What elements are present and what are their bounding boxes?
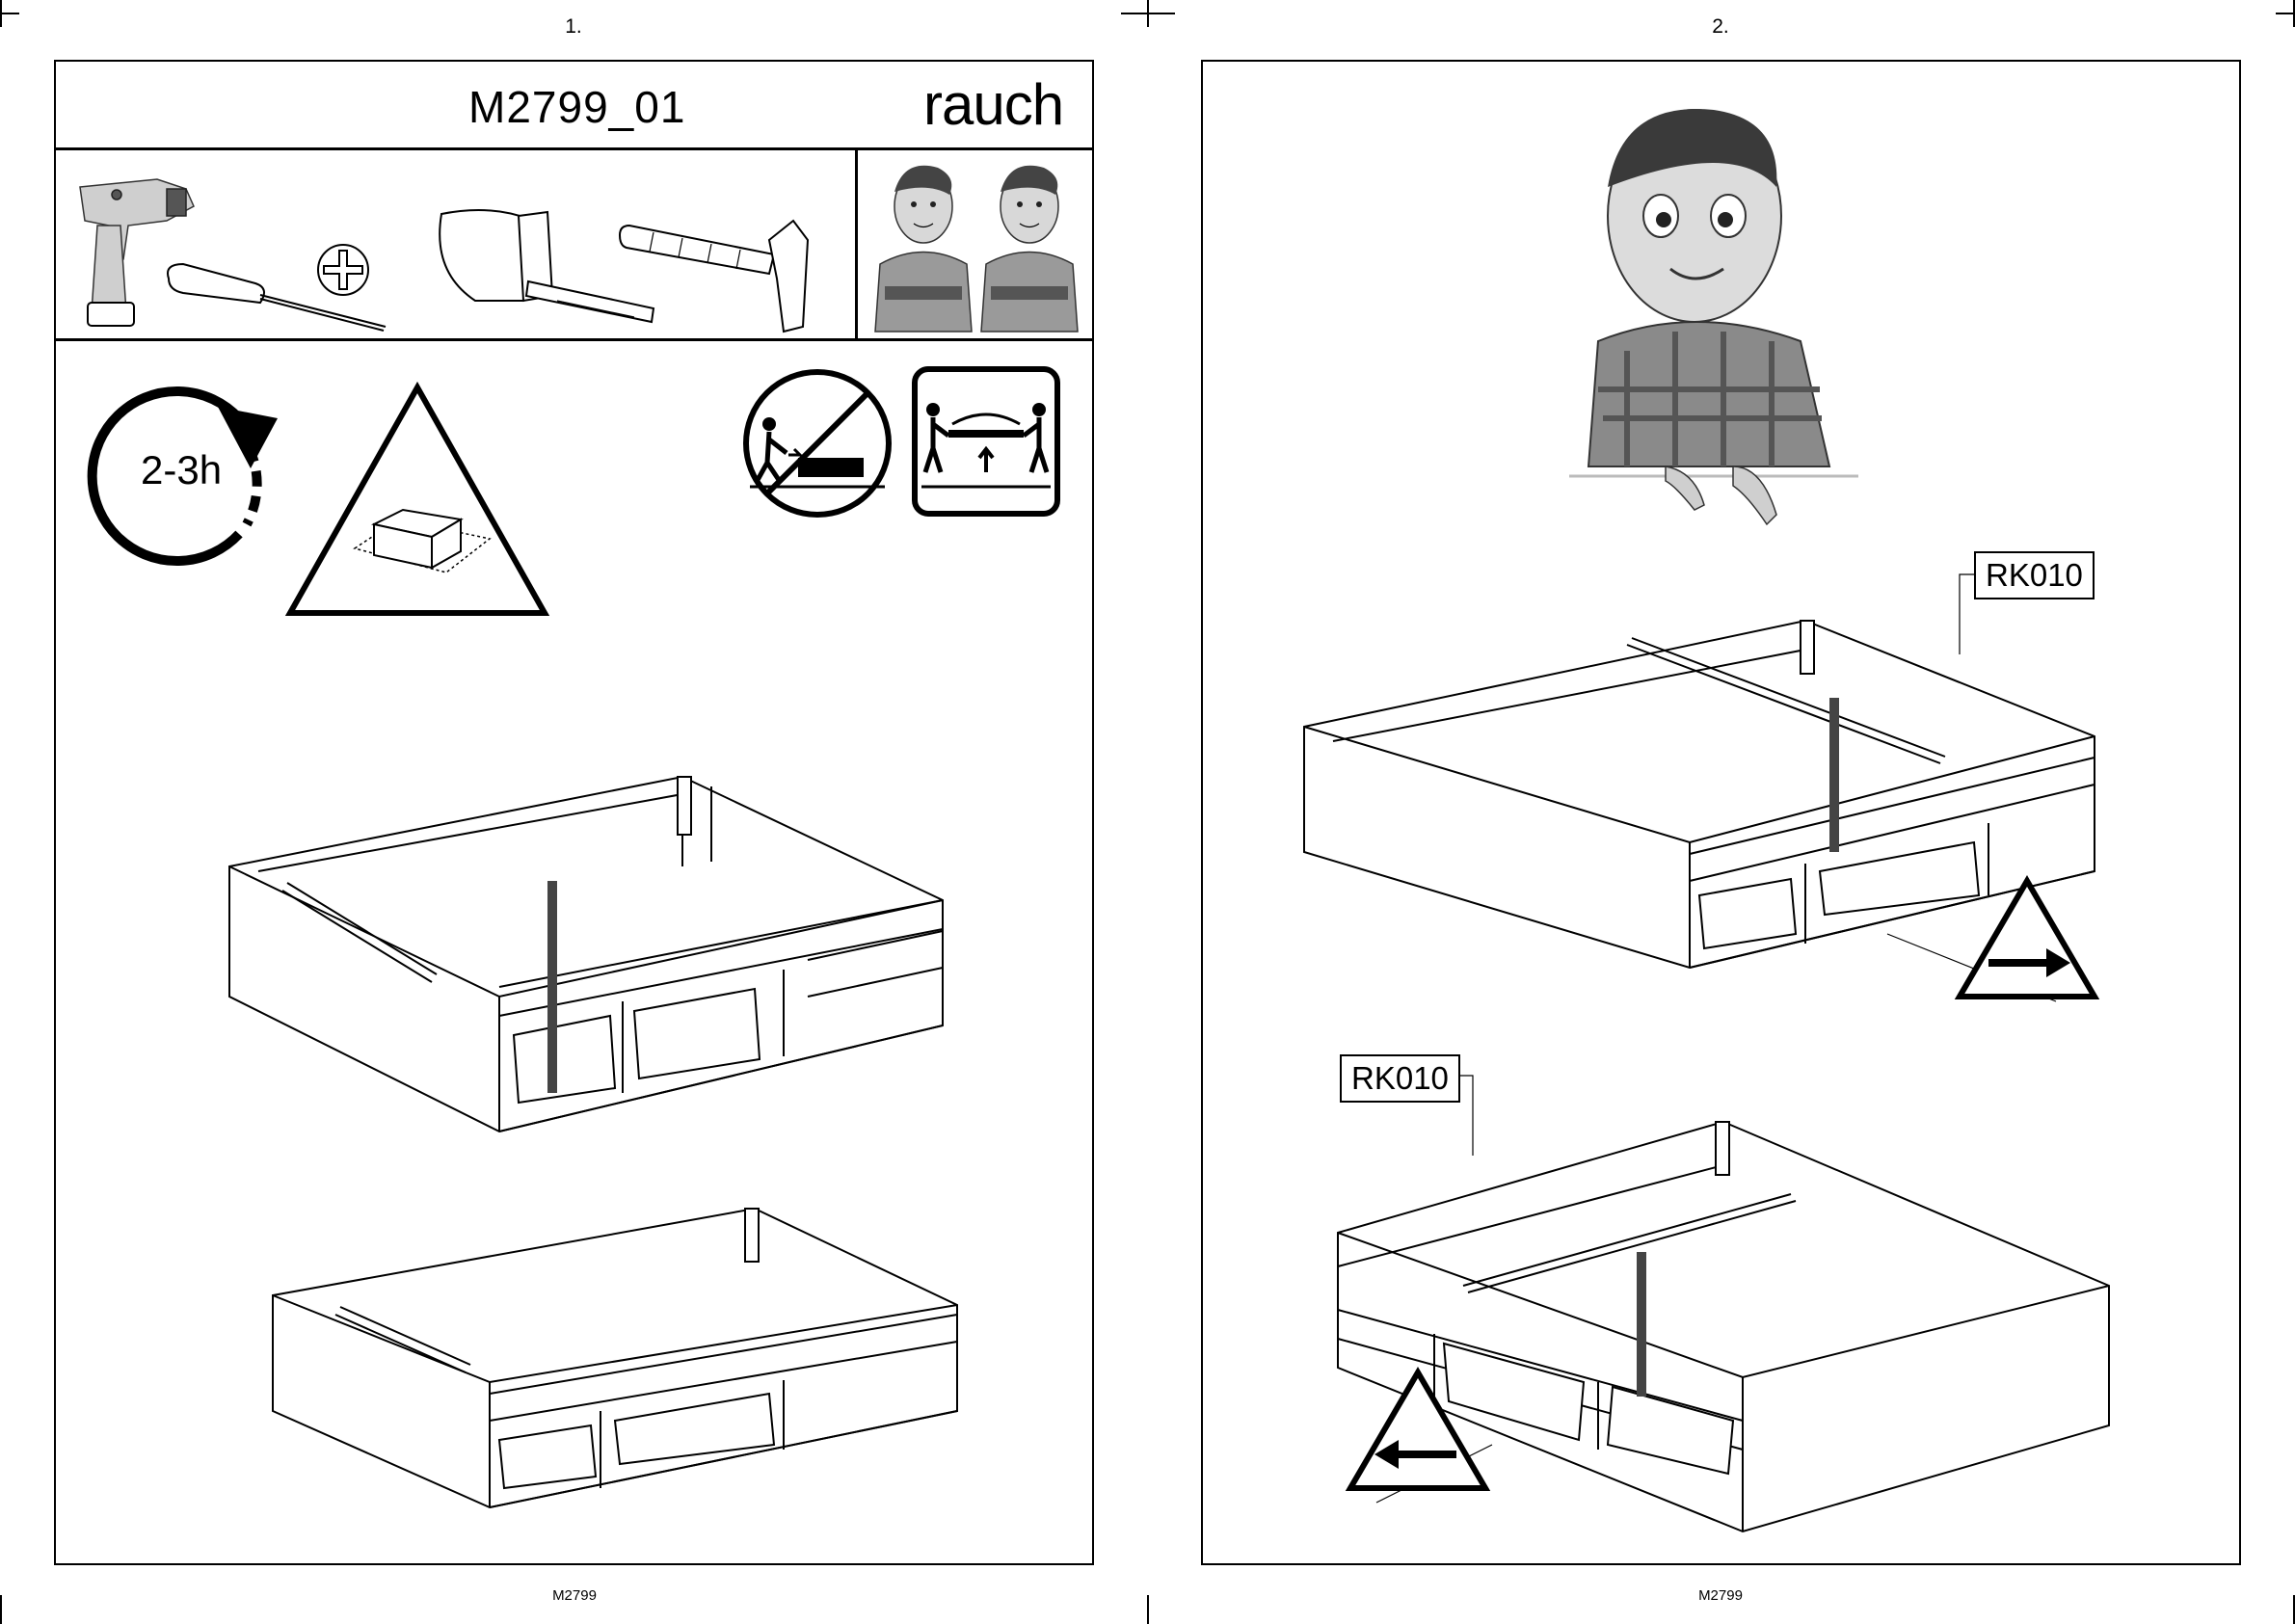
header-divider: [56, 147, 1092, 150]
mascot-worker-icon: [1569, 100, 1858, 572]
page-number-2: 2.: [1682, 15, 1759, 39]
footer-code-2: M2799: [1663, 1587, 1778, 1604]
lift-correctly-icon: [912, 366, 1060, 517]
worker-2-icon: [981, 166, 1078, 332]
crop-mark-tl-h: [0, 13, 19, 14]
part-label-rk010-top: RK010: [1974, 551, 2095, 599]
part-label-rk010-bottom: RK010: [1340, 1054, 1460, 1103]
footer-code-1: M2799: [517, 1587, 632, 1604]
crop-mark-bc-v: [1147, 1595, 1149, 1624]
crop-mark-bl-v: [0, 1595, 2, 1624]
part-label-leader-top: [1955, 572, 1984, 659]
tools-people-divider: [855, 147, 858, 340]
part-label-leader-bottom: [1454, 1074, 1482, 1160]
page-1-sheet: M2799_01 rauch: [54, 60, 1094, 1565]
hammer-icon: [615, 221, 837, 336]
bed-frame-small-drawing: [273, 1131, 976, 1517]
time-estimate-label: 2-3h: [141, 447, 222, 493]
crop-mark-tr-h: [2276, 13, 2295, 14]
two-workers-icon: [870, 158, 1082, 332]
worker-1-icon: [875, 166, 972, 332]
soft-surface-warning-icon: [282, 380, 552, 621]
page-number-1: 1.: [535, 15, 612, 39]
model-title: M2799_01: [468, 81, 685, 133]
slide-right-warning-icon: [1955, 876, 2099, 1001]
no-dragging-icon: [740, 366, 894, 520]
crop-mark-tl-v: [0, 0, 2, 27]
crop-mark-tc-v: [1147, 0, 1149, 27]
slide-left-warning-icon: [1346, 1368, 1490, 1493]
tools-divider: [56, 338, 1092, 341]
brand-logo: rauch: [923, 71, 1063, 138]
bed-frame-large-drawing: [229, 707, 1001, 1141]
page-2-sheet: RK010 RK010: [1201, 60, 2241, 1565]
phillips-head-icon: [314, 241, 372, 299]
